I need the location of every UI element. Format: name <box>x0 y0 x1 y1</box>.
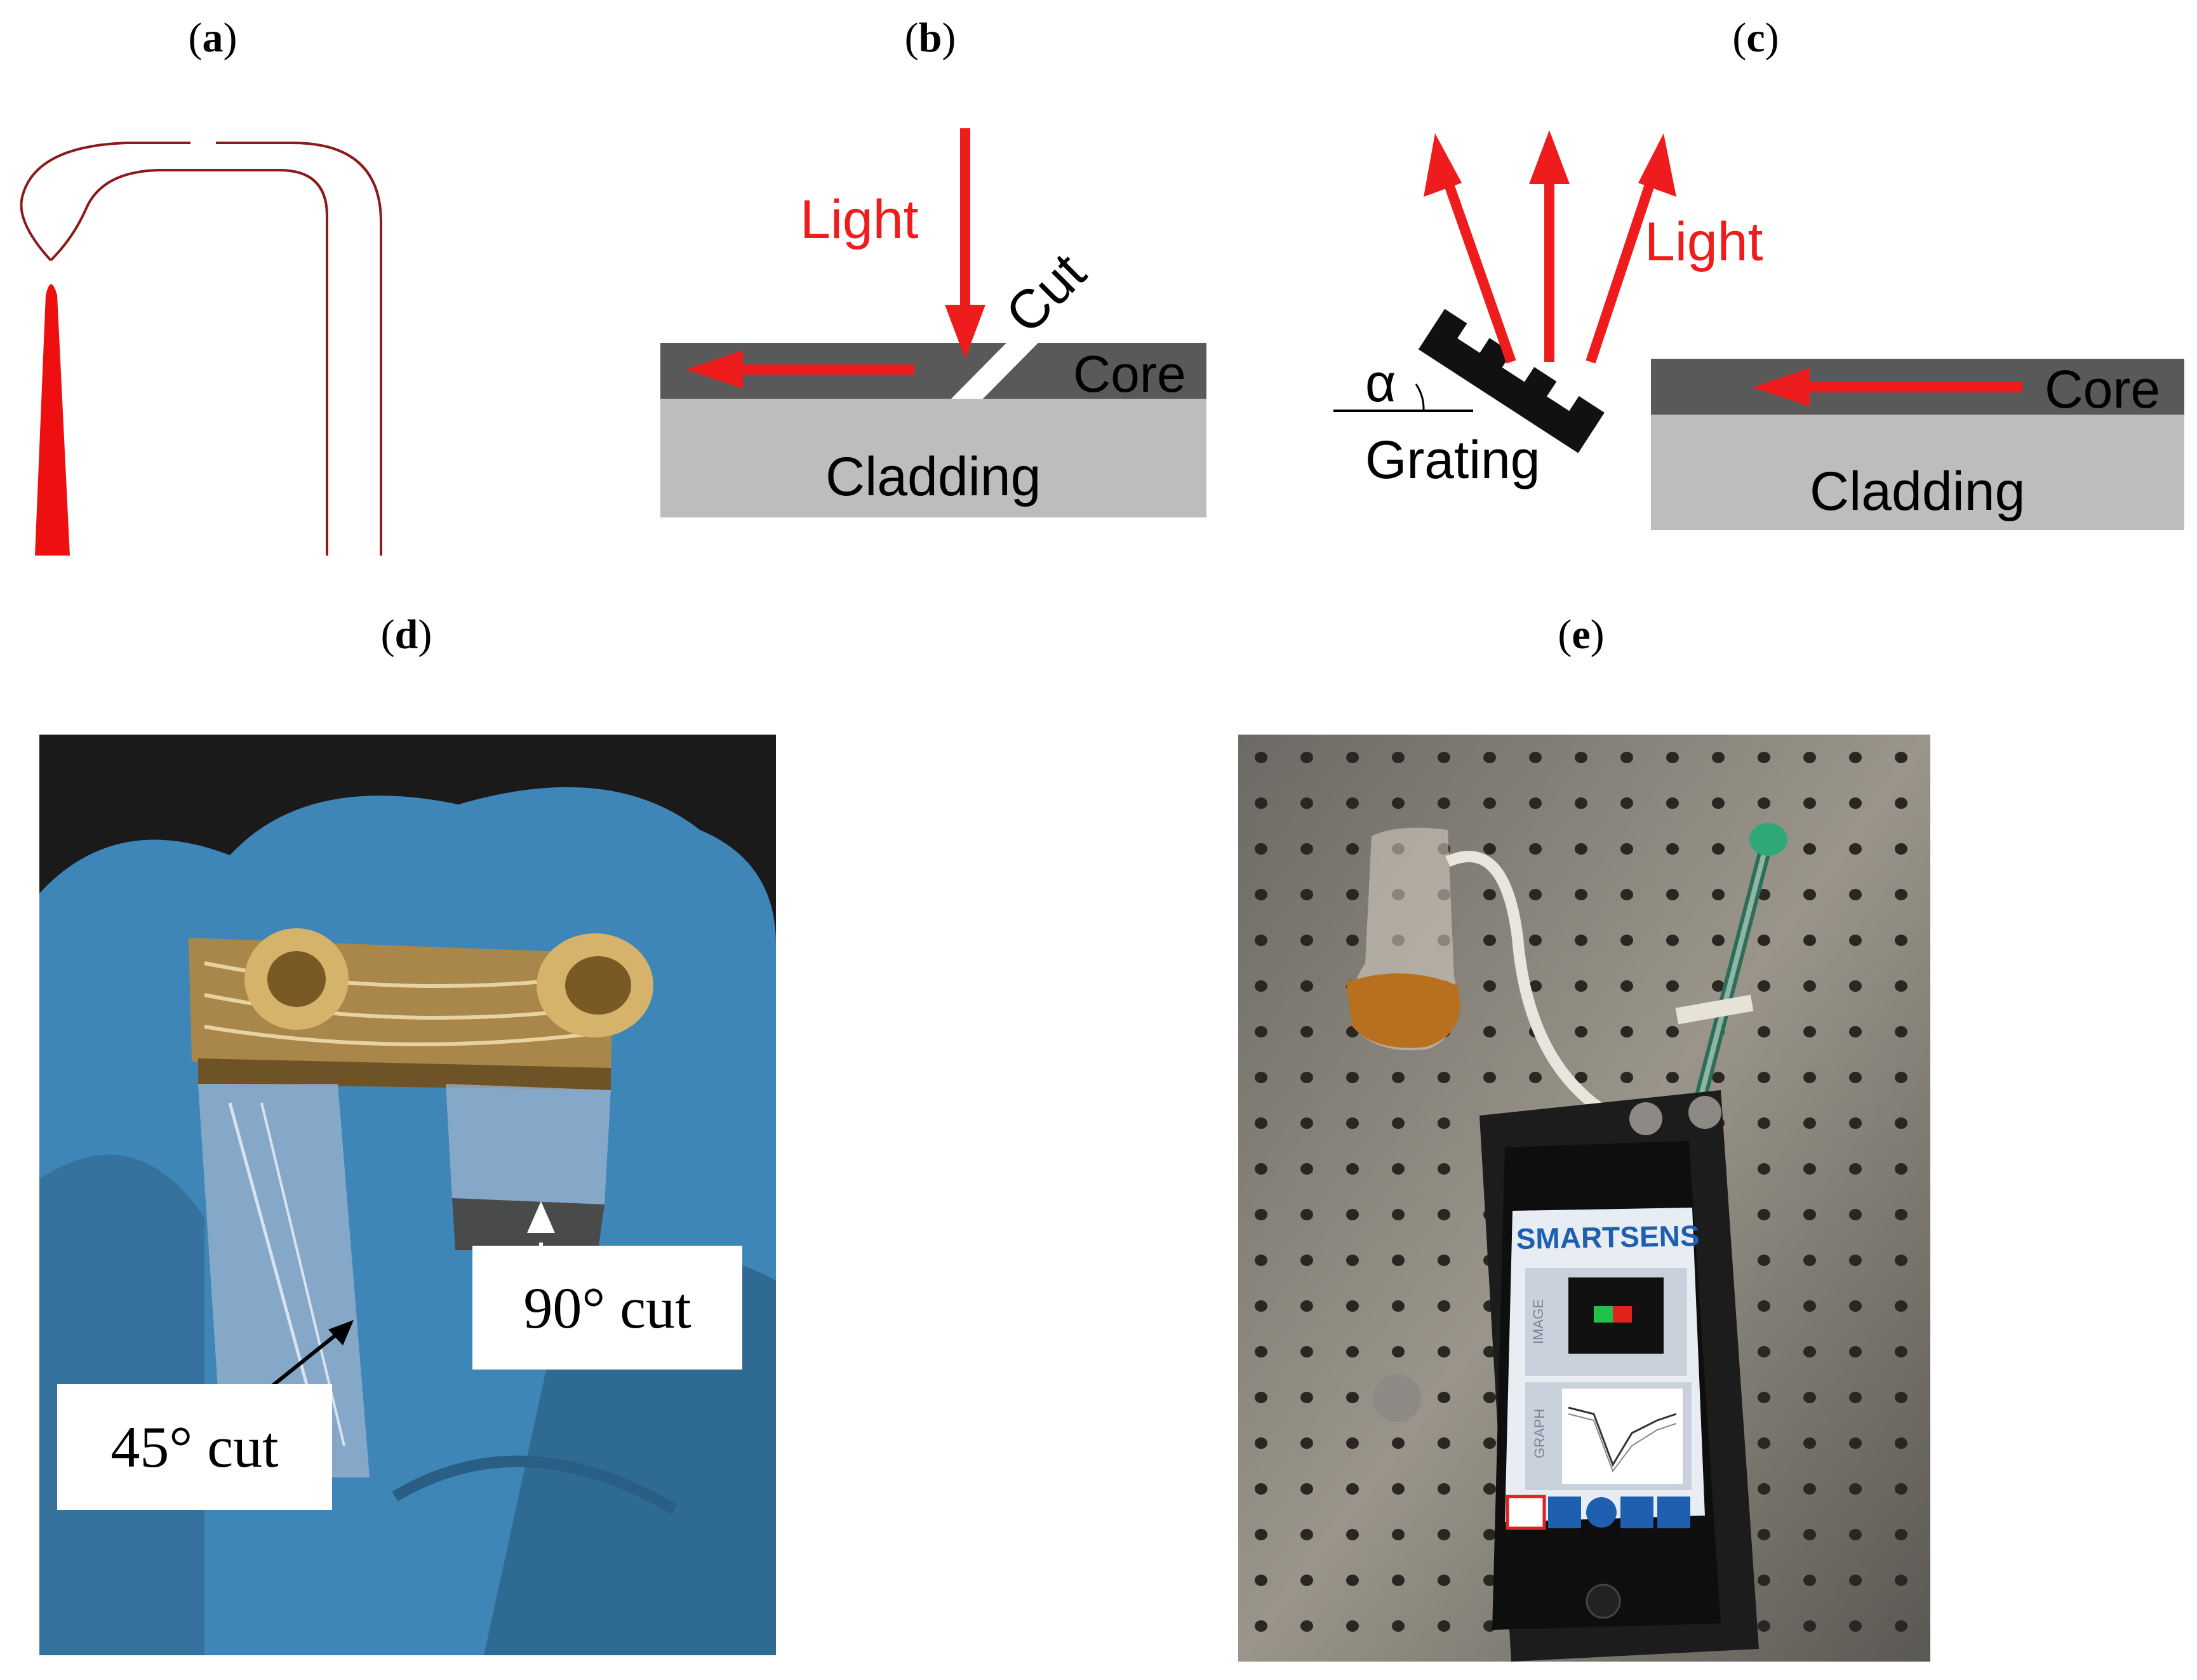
waveguide-leg-90 <box>446 1084 611 1204</box>
panel-label-b: (b) <box>904 15 956 61</box>
spectrum-graph <box>1562 1389 1683 1484</box>
info-icon[interactable] <box>1586 1497 1617 1528</box>
panel-label-a: (a) <box>188 15 237 61</box>
cut-coupling-diagram: Light Cut Core Cladding <box>660 128 1206 517</box>
light-arrow-left-head <box>1424 133 1462 197</box>
exit-icon[interactable] <box>1657 1497 1690 1528</box>
guided-light-arrow-head <box>1753 368 1810 406</box>
light-label: Light <box>800 189 919 250</box>
outer-waveguide-loop <box>20 142 382 556</box>
light-arrow-right <box>1586 179 1656 364</box>
syringe-plunger-cap <box>1749 823 1787 856</box>
smartphone-photo: SMARTSENS IMAGE GRAPH <box>1238 735 1930 1662</box>
smartphone-photo-illustration: SMARTSENS IMAGE GRAPH <box>1238 735 1930 1662</box>
cladding-label: Cladding <box>825 446 1041 507</box>
app-title: SMARTSENS <box>1516 1219 1700 1255</box>
angle-arc <box>1415 383 1425 411</box>
panel-label-e: (e) <box>1558 611 1605 658</box>
core-label: Core <box>2045 359 2160 419</box>
inner-waveguide-loop <box>50 169 328 556</box>
waveguide-gap <box>190 138 216 147</box>
chart-icon[interactable] <box>1548 1497 1581 1528</box>
taper-waveguide <box>35 284 70 556</box>
chip-photo: 90° cut 45° cut <box>39 735 776 1655</box>
sample-liquid <box>1346 973 1460 1048</box>
core-label: Core <box>1073 345 1186 403</box>
cut-slot <box>951 343 1038 399</box>
chip-photo-illustration <box>39 735 776 1655</box>
label-90-cut: 90° cut <box>472 1246 742 1370</box>
grating-element <box>1418 309 1605 453</box>
light-label: Light <box>1645 211 1763 272</box>
camera-icon[interactable] <box>1506 1495 1546 1530</box>
grating-coupling-diagram: Core Cladding α Grating Light <box>1333 130 2184 530</box>
panel-label-d: (d) <box>380 611 432 658</box>
home-button <box>1586 1583 1621 1619</box>
light-arrow-down-head <box>945 305 985 359</box>
cut-label: Cut <box>994 242 1098 345</box>
panel-label-c: (c) <box>1732 15 1779 61</box>
grating-label: Grating <box>1365 430 1540 490</box>
light-arrow-right-head <box>1638 133 1676 197</box>
image-tab-label: IMAGE <box>1530 1299 1546 1344</box>
graph-tab-label: GRAPH <box>1532 1409 1547 1458</box>
tubing <box>1445 851 1647 1137</box>
alpha-label: α <box>1365 353 1396 413</box>
label-45-cut: 45° cut <box>57 1384 332 1510</box>
home-icon[interactable] <box>1620 1497 1653 1528</box>
cladding-label: Cladding <box>1810 461 2025 522</box>
light-arrow-left <box>1443 179 1516 364</box>
light-arrow-middle-head <box>1529 130 1570 184</box>
waveguide-leg-45 <box>198 1084 370 1477</box>
waveguide-layout <box>20 138 382 556</box>
guided-light-arrow-head <box>686 350 743 389</box>
